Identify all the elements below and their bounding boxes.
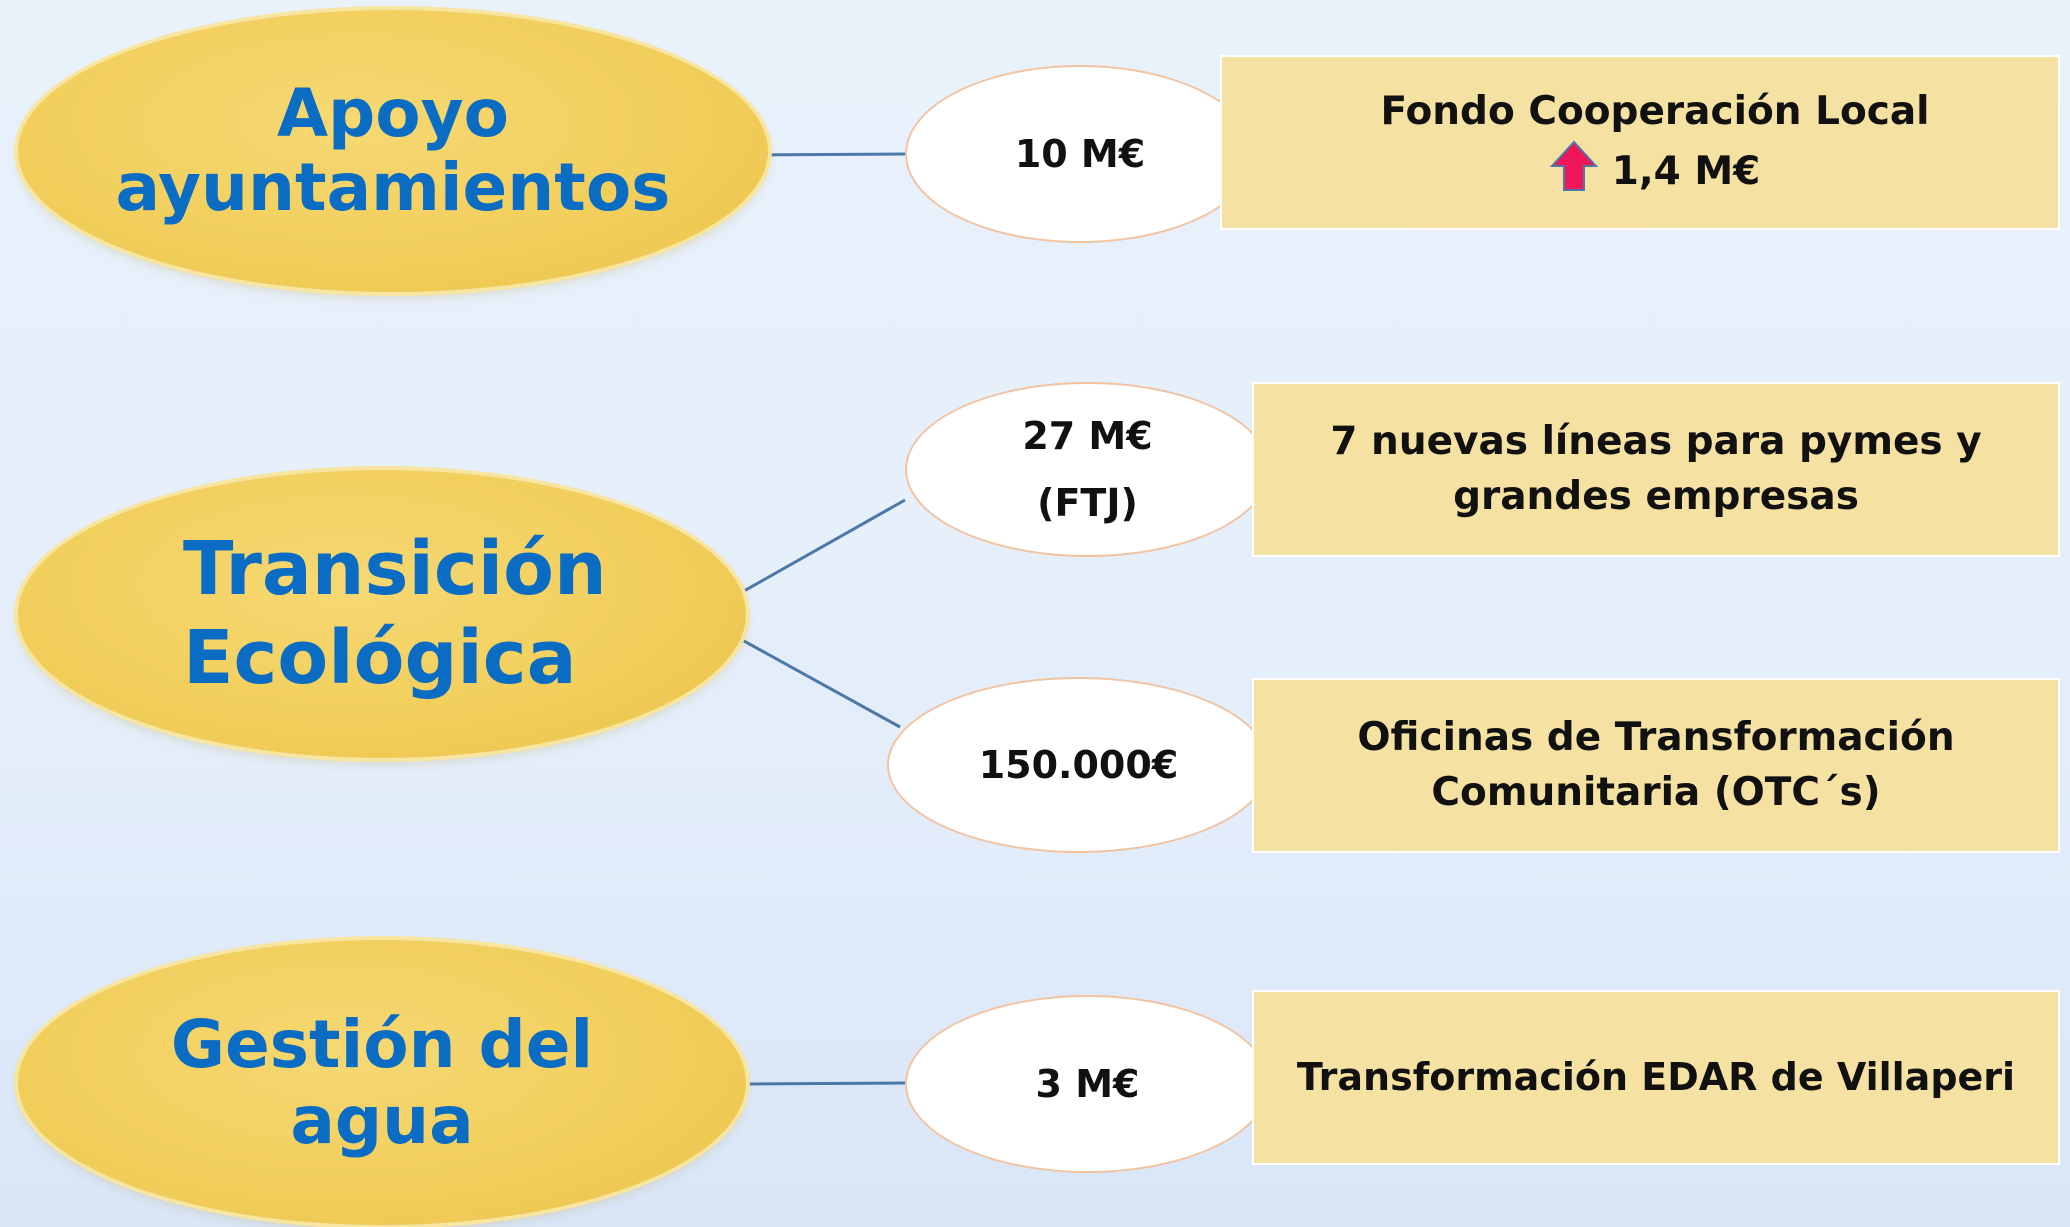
description-line1: Oficinas de Transformación (1357, 714, 1955, 760)
amount-ellipse: 3 M€ (905, 995, 1270, 1173)
description-line2: Comunitaria (OTC´s) (1431, 769, 1881, 815)
up-arrow-icon (1549, 140, 1598, 191)
amount-value: 27 M€ (1022, 414, 1153, 458)
amount-ellipse: 150.000€ (887, 677, 1270, 853)
amount-ellipse: 27 M€ (FTJ) (905, 382, 1270, 557)
connector-agua (747, 1081, 906, 1086)
category-label-line1: Gestión del (170, 1005, 594, 1083)
connector-apoyo (749, 152, 906, 157)
category-label-line1: Apoyo (276, 75, 509, 153)
description-increase: 1,4 M€ (1549, 140, 1761, 200)
category-transicion-ecologica: Transición Ecológica (18, 470, 746, 758)
category-label-line2: agua (290, 1081, 474, 1159)
description-line1: Transformación EDAR de Villaperi (1296, 1054, 2016, 1099)
description-box: Fondo Cooperación Local 1,4 M€ (1220, 55, 2060, 230)
increase-value: 1,4 M€ (1611, 149, 1761, 194)
description-line2: grandes empresas (1453, 473, 1859, 519)
description-line1: 7 nuevas líneas para pymes y (1330, 418, 1982, 464)
description-box: 7 nuevas líneas para pymes y grandes emp… (1252, 382, 2060, 557)
category-apoyo-ayuntamientos: Apoyo ayuntamientos (18, 10, 768, 292)
amount-value: 3 M€ (1035, 1062, 1140, 1106)
category-gestion-agua: Gestión del agua (18, 940, 746, 1225)
connector-transicion-otc (723, 628, 901, 729)
category-label-line1: Transición (183, 526, 607, 613)
amount-ellipse: 10 M€ (905, 65, 1255, 243)
amount-note: (FTJ) (1037, 480, 1138, 525)
category-label-line2: ayuntamientos (115, 149, 671, 226)
connector-transicion-ftj (727, 498, 906, 602)
description-box: Oficinas de Transformación Comunitaria (… (1252, 678, 2060, 853)
amount-value: 150.000€ (978, 743, 1179, 787)
description-box: Transformación EDAR de Villaperi (1252, 990, 2060, 1165)
category-label-line2: Ecológica (183, 615, 577, 701)
amount-value: 10 M€ (1014, 132, 1146, 176)
description-line1: Fondo Cooperación Local (1380, 89, 1930, 135)
